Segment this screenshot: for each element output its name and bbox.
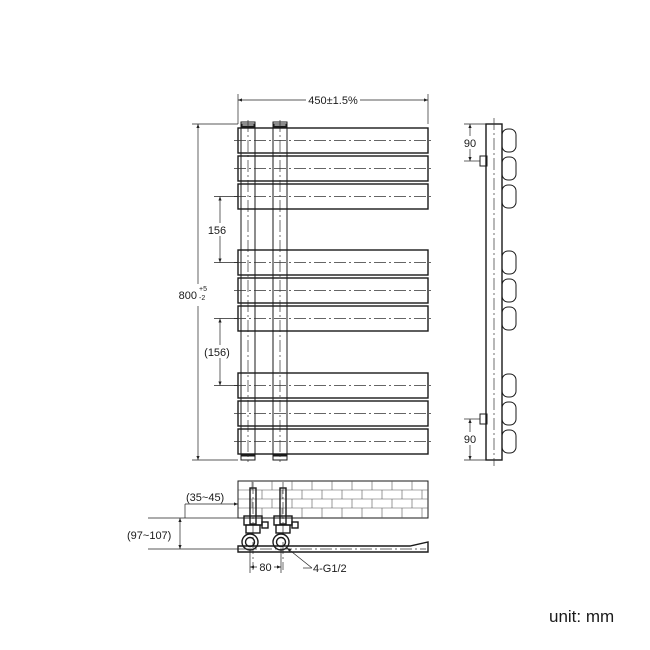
pipe-height-dimension: (97~107) bbox=[120, 517, 246, 550]
bar-1 bbox=[234, 127, 433, 154]
valve-spacing-dimension: 80 bbox=[249, 550, 282, 574]
wall-depth-dimension: (35~45) bbox=[184, 481, 239, 518]
lower-gap-label: (156) bbox=[204, 347, 230, 359]
width-dimension: 450±1.5% bbox=[237, 93, 429, 124]
bar-9 bbox=[234, 428, 433, 455]
side-bar-profiles bbox=[501, 128, 517, 454]
height-tol-plus: +5 bbox=[199, 286, 207, 293]
upper-gap-label: 156 bbox=[208, 225, 226, 237]
height-dimension: 800 +5 -2 bbox=[179, 123, 238, 461]
side-bottom-label: 90 bbox=[464, 434, 476, 446]
pipes bbox=[243, 482, 299, 570]
valves bbox=[241, 533, 290, 551]
radiator-bottom-profile bbox=[237, 541, 429, 553]
brick-wall bbox=[237, 480, 429, 519]
pipe-height-label: (97~107) bbox=[127, 530, 171, 542]
side-top-dimension: 90 bbox=[458, 123, 486, 162]
vertical-tubes bbox=[240, 120, 288, 462]
installation-view: (35~45) (97~107) 80 4-G1/2 bbox=[120, 480, 429, 575]
height-label: 800 bbox=[179, 290, 197, 302]
valve-spacing-label: 80 bbox=[259, 562, 271, 574]
width-label: 450±1.5% bbox=[308, 95, 358, 107]
bar-7 bbox=[234, 372, 433, 399]
unit-label: unit: mm bbox=[549, 607, 615, 626]
bar-2 bbox=[234, 155, 433, 182]
bar-4 bbox=[234, 249, 433, 276]
lower-gap-dimension: (156) bbox=[200, 318, 238, 386]
connection-leader: 4-G1/2 bbox=[286, 547, 347, 575]
side-top-label: 90 bbox=[464, 138, 476, 150]
front-view: 450±1.5% 800 +5 -2 156 (156) bbox=[179, 93, 433, 462]
height-tol-minus: -2 bbox=[199, 295, 205, 302]
bar-6 bbox=[234, 305, 433, 332]
bar-5 bbox=[234, 277, 433, 304]
side-bottom-dimension: 90 bbox=[458, 418, 486, 461]
wall-depth-label: (35~45) bbox=[186, 492, 224, 504]
connection-label: 4-G1/2 bbox=[313, 563, 347, 575]
upper-gap-dimension: 156 bbox=[204, 196, 238, 263]
horizontal-bars bbox=[234, 127, 433, 455]
bar-3 bbox=[234, 183, 433, 210]
side-view: 90 90 bbox=[458, 118, 517, 466]
bar-8 bbox=[234, 400, 433, 427]
